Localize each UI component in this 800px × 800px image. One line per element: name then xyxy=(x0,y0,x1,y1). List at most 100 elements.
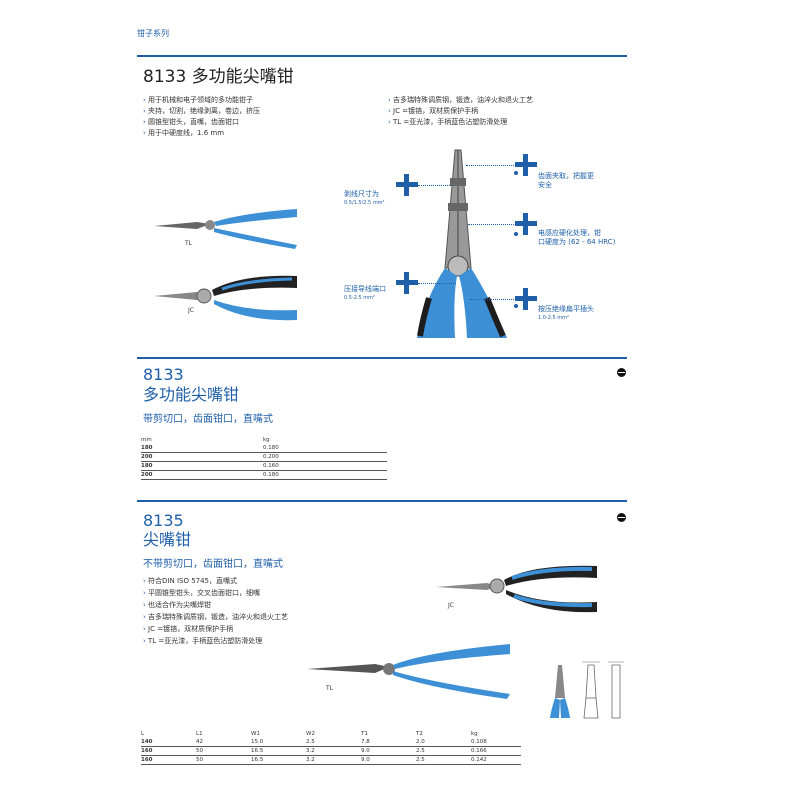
table-cell: 0.108 xyxy=(471,738,521,747)
marker-dot xyxy=(514,232,518,236)
table-cell: 0.180 xyxy=(263,470,387,480)
table-cell: 180 xyxy=(141,444,263,453)
bullet: 夹持，切割，绝缘剥离，卷边，挤压 xyxy=(143,107,260,116)
callout-strip-title: 剥线尺寸为 xyxy=(344,190,379,198)
plus-icon xyxy=(396,174,418,196)
bullet: 也适合作为尖嘴焊钳 xyxy=(143,601,211,610)
pliers-8135-tl-image xyxy=(307,644,510,699)
section2-table: mm kg 180 0.180 200 0.200 180 0.160 200 … xyxy=(141,436,387,480)
bullet: 吉多瑞特殊调质钢，锻造，油淬火和退火工艺 xyxy=(388,96,533,105)
table-cell: 3.2 xyxy=(306,746,361,756)
table-row: 160 50 16.5 3.2 9.0 2.5 0.166 xyxy=(141,746,521,756)
bullet: 平圆锥型钳头，交叉齿面钳口，细嘴 xyxy=(143,589,260,598)
dimension-drawing xyxy=(550,661,624,719)
column-header: kg xyxy=(471,731,478,737)
section3-name: 尖嘴钳 xyxy=(143,530,192,549)
section3-table: L L1 W1 W2 T1 T2 kg 140 42 15.0 2.5 7.8 … xyxy=(141,730,521,765)
pliers-8135-jc-image xyxy=(436,565,597,613)
section3-divider xyxy=(137,500,627,502)
table-cell: 0.160 xyxy=(263,461,387,471)
leader-line xyxy=(468,224,516,225)
table-cell: 9.0 xyxy=(361,746,416,756)
callout-hardened-line1: 电感应硬化处理，钳 xyxy=(538,229,601,237)
table-cell: 42 xyxy=(196,738,251,747)
section2-name: 多功能尖嘴钳 xyxy=(143,385,240,404)
column-header: L1 xyxy=(196,731,203,737)
slot-symbol-icon xyxy=(617,513,626,522)
table-cell: 50 xyxy=(196,755,251,765)
table-cell: 3.2 xyxy=(306,755,361,765)
callout-serrated: 齿面夹取，把握更 安全 xyxy=(538,172,594,190)
bullet: JC =镀铬，双材质保护手柄 xyxy=(143,625,233,634)
table-cell: 15.0 xyxy=(251,738,306,747)
callout-crimp-title: 压接导线端口 xyxy=(344,285,386,293)
callout-flat-sub: 1.0-2.5 mm² xyxy=(538,315,570,321)
leader-line xyxy=(418,185,452,186)
section2-divider xyxy=(137,357,627,359)
bullet: TL =亚光漆，手柄蓝色沾塑防滑处理 xyxy=(388,118,507,127)
table-cell: 2.5 xyxy=(416,755,471,765)
column-header: T1 xyxy=(361,731,368,737)
table-row: 200 0.200 xyxy=(141,452,387,462)
table-cell: 16.5 xyxy=(251,746,306,756)
table-cell: 50 xyxy=(196,746,251,756)
bullet: JC =镀铬，双材质保护手柄 xyxy=(388,107,478,116)
table-cell: 140 xyxy=(141,738,196,747)
callout-hardened: 电感应硬化处理，钳 口硬度为 (62 - 64 HRC) xyxy=(538,229,615,247)
callout-strip: 剥线尺寸为 0.5/1.5/2.5 mm² xyxy=(344,190,385,208)
column-header: W2 xyxy=(306,731,315,737)
section2-code: 8133 xyxy=(143,365,184,384)
table-cell: 9.0 xyxy=(361,755,416,765)
tool-label-tl: TL xyxy=(185,240,193,247)
callout-flat: 按压绝缘扁平插头 1.0-2.5 mm² xyxy=(538,305,594,323)
table-cell: 200 xyxy=(141,452,263,462)
bullet: TL =亚光漆，手柄蓝色沾塑防滑处理 xyxy=(143,637,262,646)
table-row: 140 42 15.0 2.5 7.8 2.0 0.108 xyxy=(141,738,521,747)
table-row: 160 50 16.5 3.2 9.0 2.5 0.142 xyxy=(141,755,521,765)
section2-subtitle: 带剪切口，齿面钳口，直嘴式 xyxy=(143,414,273,425)
section3-code: 8135 xyxy=(143,511,184,530)
plus-icon xyxy=(515,288,537,310)
column-header-weight: kg xyxy=(263,437,270,443)
marker-dot xyxy=(514,304,518,308)
header-divider xyxy=(137,55,627,57)
table-cell: 0.180 xyxy=(263,444,387,453)
pliers-tl-image xyxy=(154,209,297,249)
table-row: 180 0.160 xyxy=(141,461,387,471)
callout-strip-sub: 0.5/1.5/2.5 mm² xyxy=(344,200,385,206)
callout-crimp: 压接导线端口 0.5-2.5 mm² xyxy=(344,285,386,303)
column-header: L xyxy=(141,731,145,737)
table-row: 180 0.180 xyxy=(141,444,387,453)
plus-icon xyxy=(515,154,537,176)
table-cell: 160 xyxy=(141,746,196,756)
plus-icon xyxy=(396,272,418,294)
table-cell: 2.0 xyxy=(416,738,471,747)
slot-symbol-icon xyxy=(617,368,626,377)
breadcrumb: 钳子系列 xyxy=(137,29,169,38)
column-header: T2 xyxy=(416,731,423,737)
table-cell: 0.200 xyxy=(263,452,387,462)
table-cell: 7.8 xyxy=(361,738,416,747)
bullet: 符合DIN ISO 5745，直嘴式 xyxy=(143,577,237,586)
callout-serrated-line2: 安全 xyxy=(538,181,552,189)
pliers-closeup-image xyxy=(417,149,507,338)
column-header-size: mm xyxy=(141,437,152,443)
table-cell: 2.5 xyxy=(416,746,471,756)
leader-line xyxy=(418,283,456,284)
table-cell: 0.142 xyxy=(471,755,521,765)
tool-label-jc: JC xyxy=(448,602,454,609)
table-cell: 180 xyxy=(141,461,263,471)
bullet: 用于机械和电子领域的多功能钳子 xyxy=(143,96,253,105)
tool-label-jc: JC xyxy=(188,307,194,314)
table-cell: 16.5 xyxy=(251,755,306,765)
pliers-jc-image xyxy=(154,275,297,321)
callout-serrated-line1: 齿面夹取，把握更 xyxy=(538,172,594,180)
table-cell: 0.166 xyxy=(471,746,521,756)
marker-dot xyxy=(514,171,518,175)
section3-subtitle: 不带剪切口，齿面钳口，直嘴式 xyxy=(143,559,283,570)
leader-line xyxy=(470,299,516,300)
table-cell: 160 xyxy=(141,755,196,765)
section1-title: 8133 多功能尖嘴钳 xyxy=(143,67,294,87)
plus-icon xyxy=(515,213,537,235)
table-cell: 200 xyxy=(141,470,263,480)
